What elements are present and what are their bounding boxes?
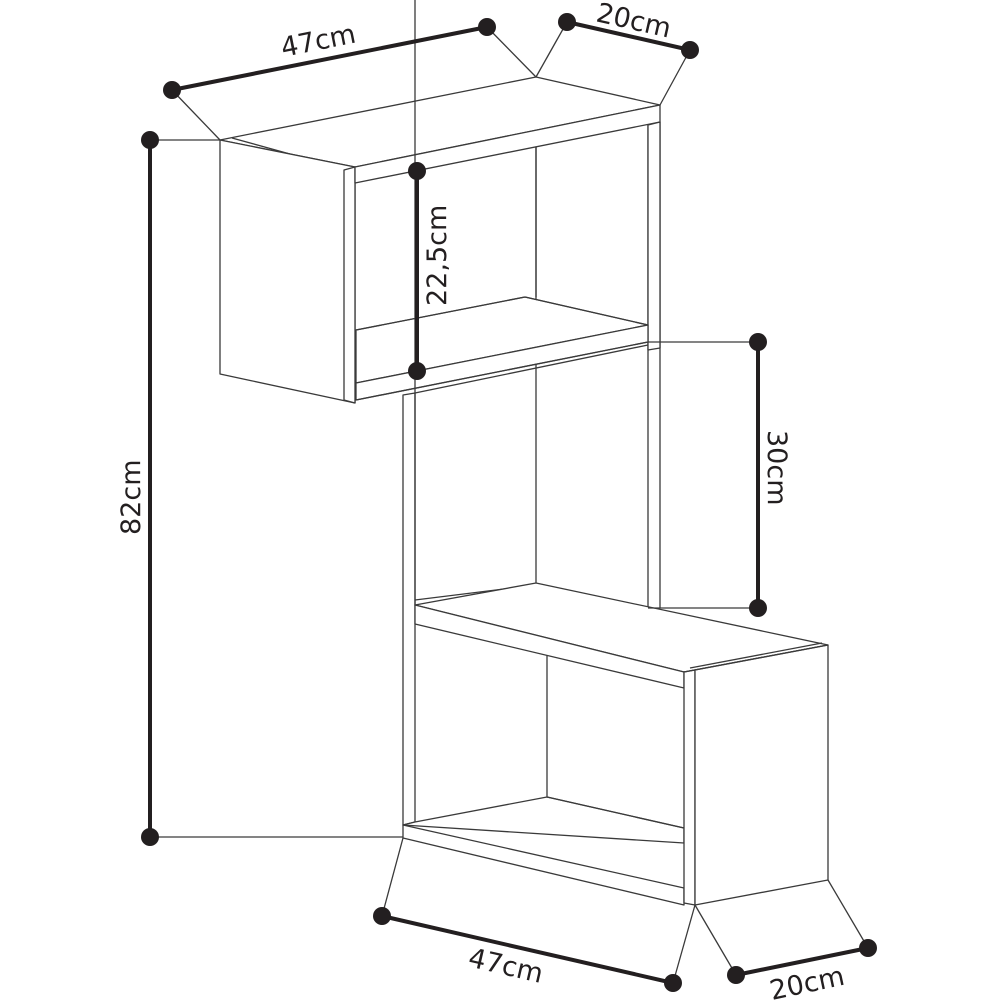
dimension-bottom-width: 47cm [373,907,682,992]
dimension-middle-gap-height: 30cm [749,333,792,617]
label-middle-gap-height: 30cm [761,430,792,506]
top-cube [219,76,661,404]
label-upper-compartment-height: 22,5cm [422,205,453,306]
dimension-upper-compartment-height: 22,5cm [408,162,453,380]
extension-lines [150,21,869,984]
bottom-cube [402,0,829,906]
shelf-unit [219,0,829,906]
dimension-top-width: 47cm [163,18,496,99]
label-total-height: 82cm [116,459,147,535]
dimension-bottom-depth: 20cm [727,939,877,1000]
dimension-total-height: 82cm [116,131,159,846]
dimension-top-depth: 20cm [558,0,699,59]
